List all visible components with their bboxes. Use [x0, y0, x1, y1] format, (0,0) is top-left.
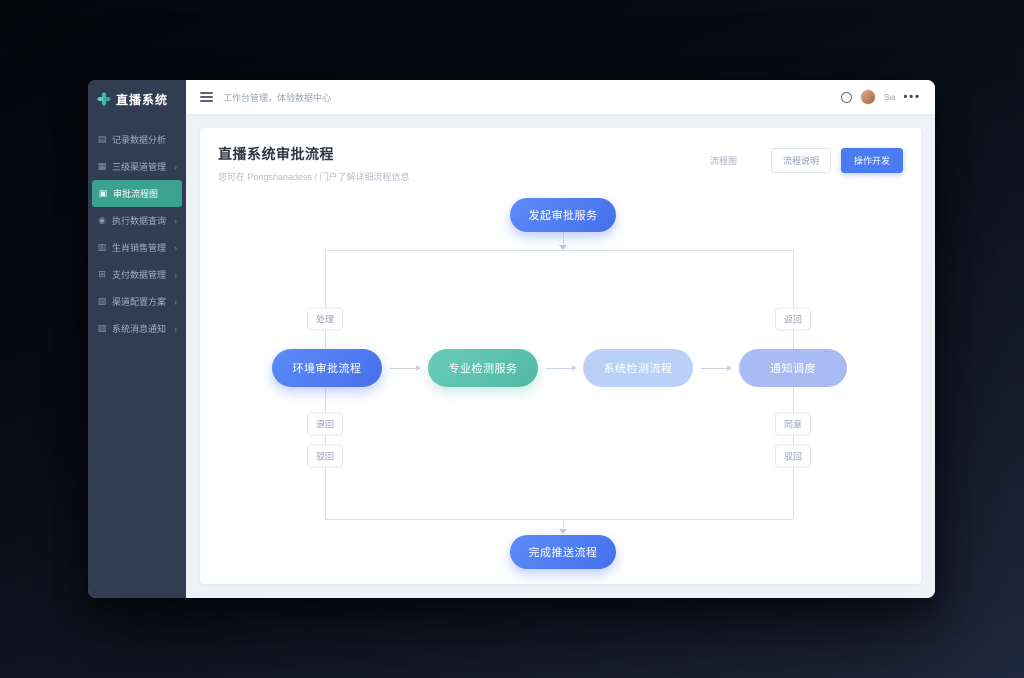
sidebar-item-execution-query[interactable]: ◉ 执行数据查询 › — [98, 215, 177, 226]
avatar[interactable] — [859, 89, 876, 105]
target-icon: ◉ — [98, 215, 106, 225]
sidebar-item-sales-management[interactable]: ▥ 生肖销售管理 › — [97, 242, 177, 253]
logo-leaf-icon — [97, 92, 111, 106]
card-actions: 流程图 流程说明 操作开发 — [710, 148, 903, 173]
flow-node-step2: 专业检测服务 — [428, 349, 538, 387]
logo: 直播系统 — [88, 80, 186, 118]
operate-develop-button[interactable]: 操作开发 — [840, 148, 903, 173]
plus-box-icon: ⊞ — [98, 269, 106, 279]
breadcrumb: 工作台管理，体验数据中心 — [223, 92, 332, 103]
flow-node-step4: 通知调度 — [739, 349, 847, 387]
page-subtitle: 您可在 Pongshanadess / 门户了解详细流程信息 — [218, 172, 410, 182]
flow-node-start: 发起审批服务 — [510, 198, 616, 232]
arrow-down-icon — [559, 245, 567, 250]
connector-line — [563, 232, 564, 250]
chevron-right-icon: › — [174, 161, 177, 172]
flowchart: 发起审批服务 环境审批流程 专业检测服务 系统检测流程 通知调度 完成推送流程 … — [200, 128, 921, 584]
chevron-right-icon: › — [174, 296, 177, 307]
connector-line — [563, 519, 564, 533]
arrow-down-icon — [559, 529, 567, 534]
flow-description-button[interactable]: 流程说明 — [770, 148, 831, 173]
flow-card: 直播系统审批流程 您可在 Pongshanadess / 门户了解详细流程信息 … — [200, 128, 921, 584]
app-title: 直播系统 — [116, 92, 169, 107]
arrow-right-icon — [390, 365, 421, 371]
grid-icon: ▦ — [97, 161, 107, 171]
sidebar: 直播系统 ▤ 记录数据分析 ▦ 三级渠道管理 › ▣ 审批流程图 ◉ 执行数据查… — [88, 80, 186, 598]
card-header: 直播系统审批流程 您可在 Pongshanadess / 门户了解详细流程信息 … — [218, 144, 903, 183]
header-right: Sia ••• — [840, 89, 921, 105]
user-name: Sia — [883, 92, 896, 102]
message-icon: ▨ — [97, 323, 107, 333]
page-title: 直播系统审批流程 — [218, 146, 334, 162]
branch-label-left-2: 驳回 — [306, 444, 344, 468]
main-area: 工作台管理，体验数据中心 Sia ••• 直播系统审批流程 您可在 Pongsh… — [186, 80, 935, 598]
sidebar-item-channel-config[interactable]: ▧ 渠道配置方案 › — [97, 296, 177, 307]
flow-icon: ▣ — [98, 188, 108, 198]
title-block: 直播系统审批流程 您可在 Pongshanadess / 门户了解详细流程信息 — [218, 144, 410, 183]
config-icon: ▧ — [97, 296, 107, 306]
connector-line — [325, 519, 793, 520]
branch-label-right-2: 驳回 — [774, 444, 812, 468]
branch-label-left-top: 处理 — [306, 307, 344, 331]
chevron-right-icon: › — [174, 323, 177, 334]
branch-label-right-top: 返回 — [774, 307, 812, 331]
sidebar-item-approval-flow[interactable]: ▣ 审批流程图 — [92, 180, 182, 207]
sidebar-item-payment-data[interactable]: ⊞ 支付数据管理 › — [98, 269, 177, 280]
sidebar-item-system-messages[interactable]: ▨ 系统消息通知 › — [97, 323, 177, 334]
chart-icon: ▤ — [97, 134, 107, 144]
more-options-icon[interactable]: ••• — [903, 90, 921, 103]
connector-line — [325, 250, 793, 251]
sidebar-item-channel-management[interactable]: ▦ 三级渠道管理 › — [97, 161, 177, 172]
arrow-right-icon — [546, 365, 577, 371]
hamburger-menu-icon[interactable] — [200, 92, 213, 102]
chevron-right-icon: › — [174, 242, 177, 253]
connector-line — [793, 250, 794, 349]
app-window: 直播系统 ▤ 记录数据分析 ▦ 三级渠道管理 › ▣ 审批流程图 ◉ 执行数据查… — [88, 80, 935, 598]
connector-line — [325, 250, 326, 349]
chevron-right-icon: › — [174, 215, 177, 226]
flow-node-end: 完成推送流程 — [510, 535, 616, 569]
flow-node-step3: 系统检测流程 — [583, 349, 693, 387]
branch-label-right-1: 同意 — [774, 412, 812, 436]
notification-icon[interactable] — [840, 91, 852, 103]
arrow-right-icon — [701, 365, 732, 371]
legend-label: 流程图 — [709, 156, 737, 166]
flow-node-step1: 环境审批流程 — [272, 349, 382, 387]
list-icon: ▥ — [97, 242, 107, 252]
top-header: 工作台管理，体验数据中心 Sia ••• — [186, 80, 935, 114]
sidebar-menu: ▤ 记录数据分析 ▦ 三级渠道管理 › ▣ 审批流程图 ◉ 执行数据查询 › ▥… — [88, 126, 186, 342]
sidebar-item-data-analysis[interactable]: ▤ 记录数据分析 — [97, 134, 167, 145]
content-area: 直播系统审批流程 您可在 Pongshanadess / 门户了解详细流程信息 … — [186, 114, 935, 598]
chevron-right-icon: › — [174, 269, 177, 280]
branch-label-left-1: 退回 — [306, 412, 344, 436]
